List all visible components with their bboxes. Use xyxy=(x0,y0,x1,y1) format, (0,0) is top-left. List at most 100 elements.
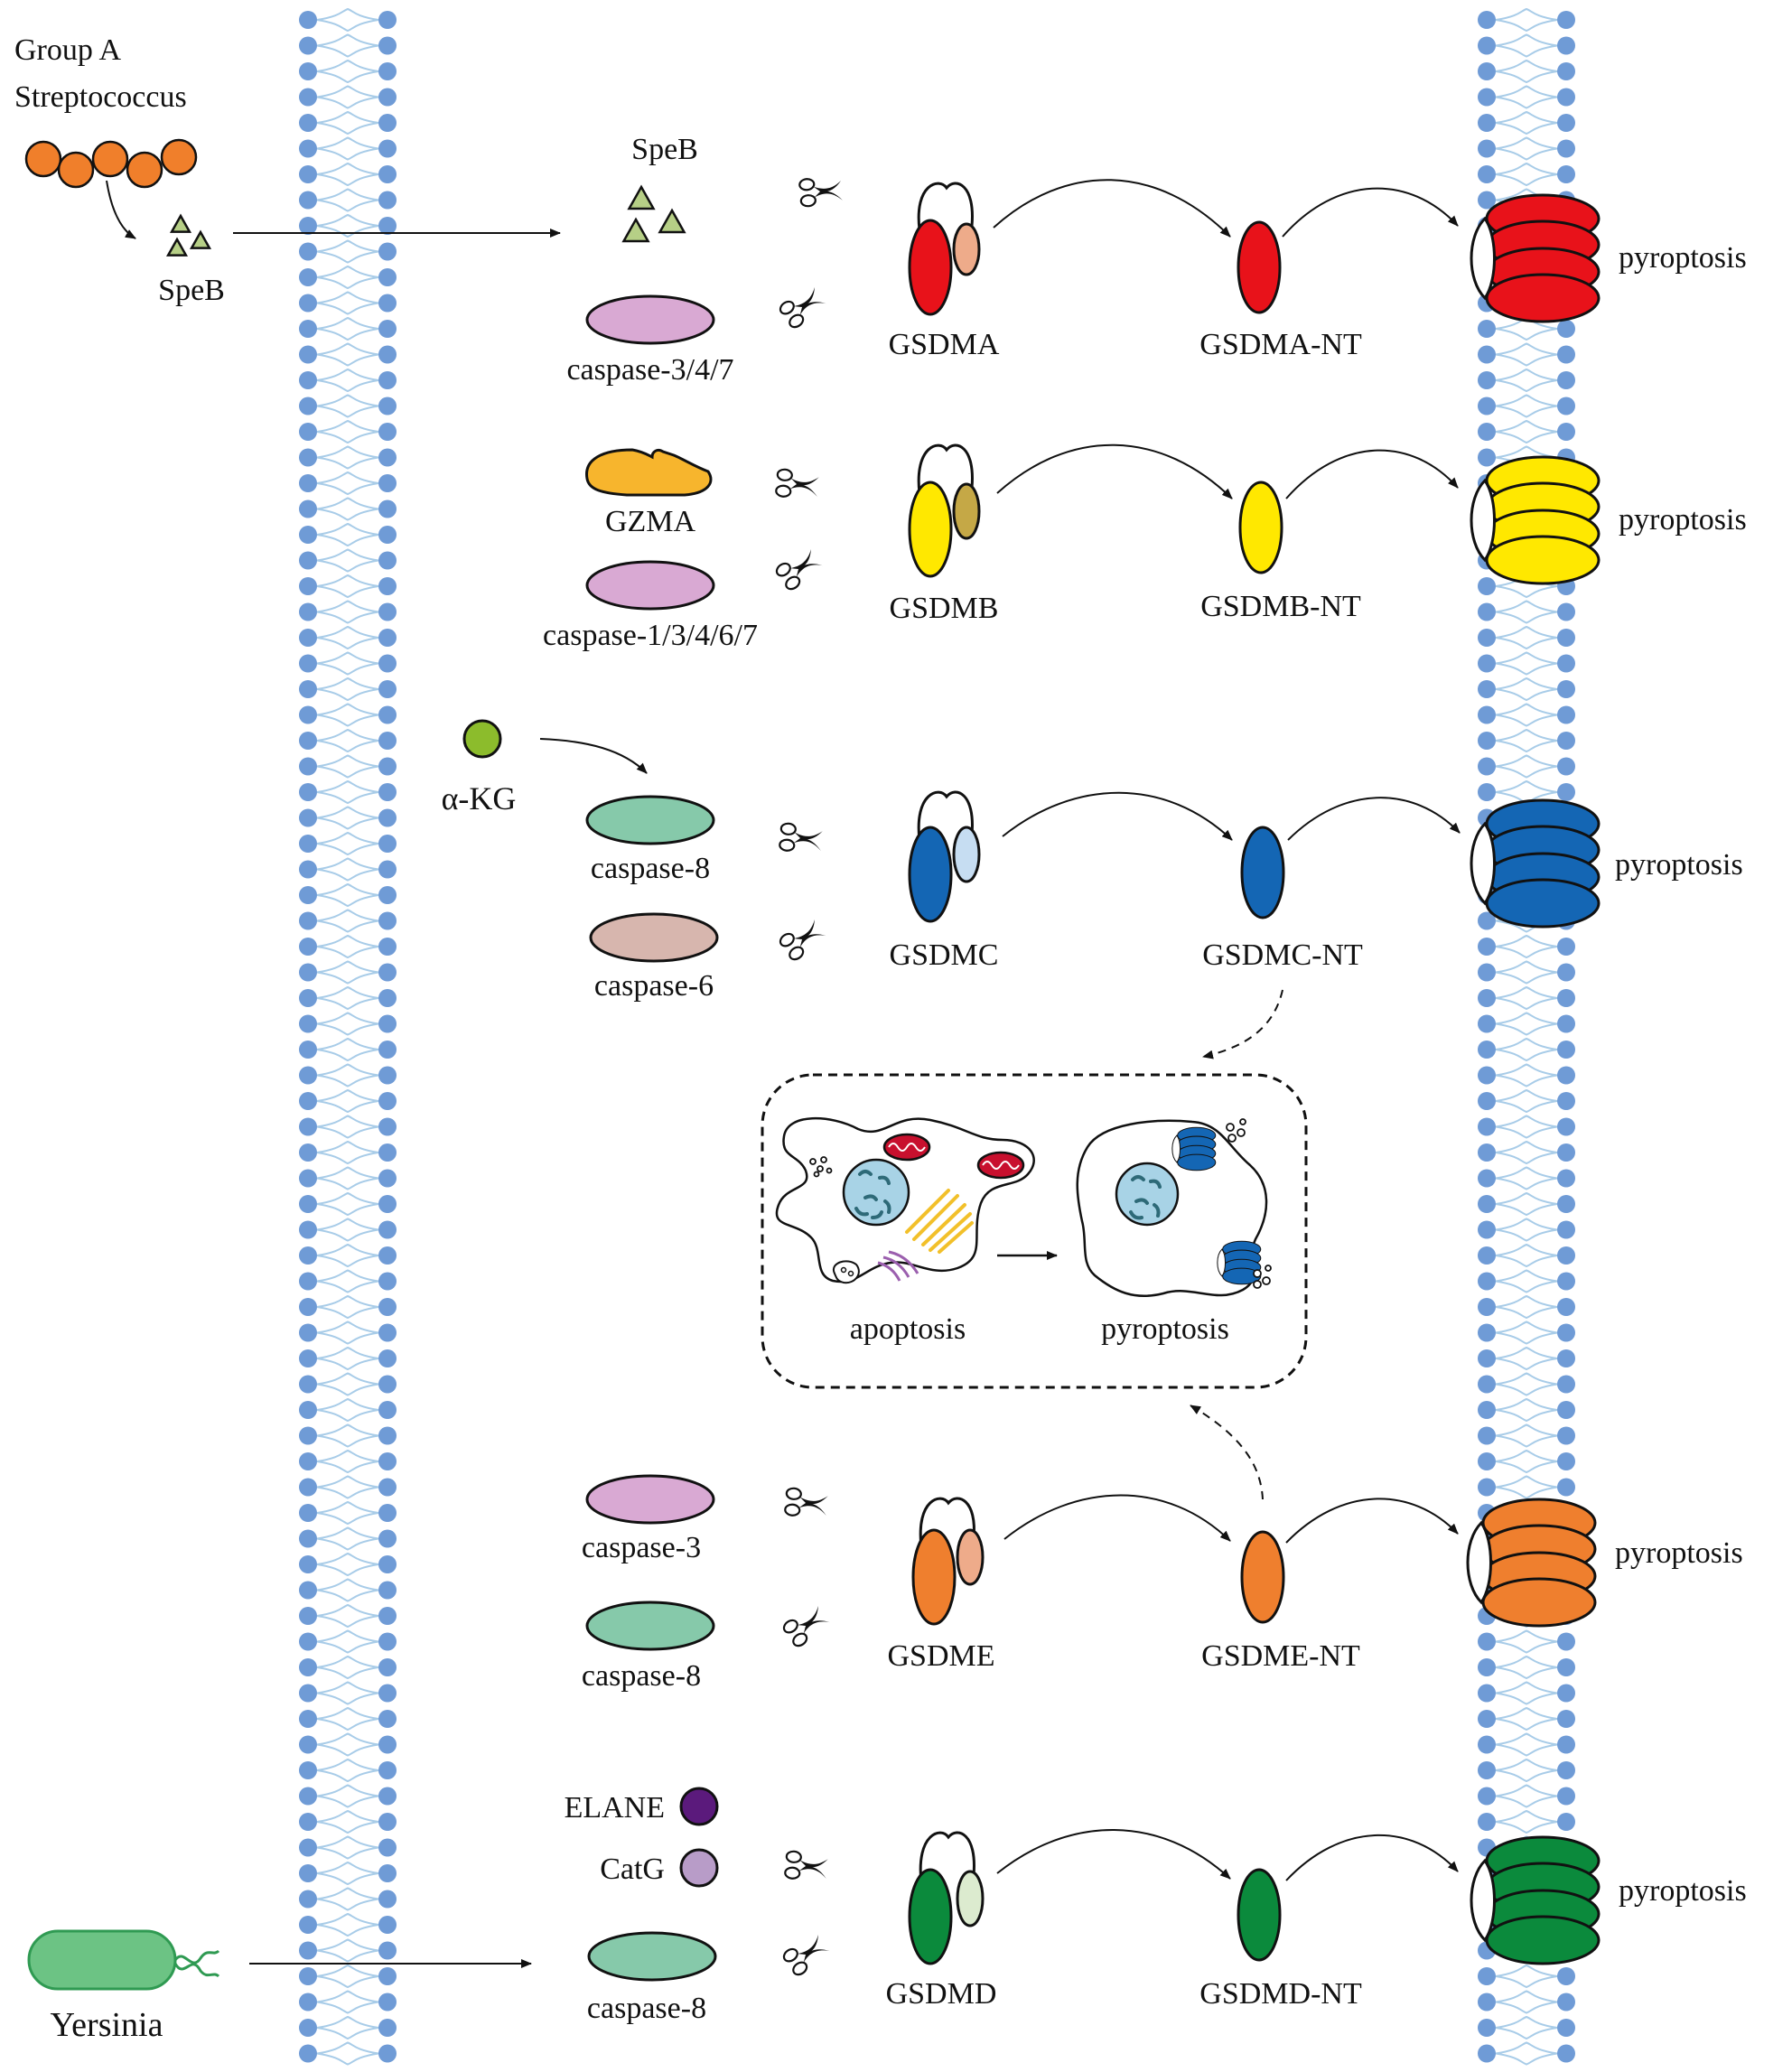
gsdmc-nt-icon xyxy=(1240,826,1285,919)
lipid-head-icon xyxy=(299,654,317,673)
lipid-head-icon xyxy=(378,1323,397,1342)
lipid-head-icon xyxy=(299,1143,317,1162)
lipid-head-icon xyxy=(299,886,317,904)
gsdmb-pathway-row: GZMA caspase-1/3/4/6/7 GSDMB GSDMB-NT py… xyxy=(543,443,1747,652)
lipid-head-icon xyxy=(1557,1143,1575,1162)
apoptosis-to-pyroptosis-switch-box: apoptosis pyroptosis xyxy=(761,1073,1308,1389)
gsdme-label: GSDME xyxy=(887,1639,994,1673)
gsdmc-full-length-icon xyxy=(908,790,981,923)
lipid-head-icon xyxy=(1557,139,1575,158)
lipid-head-icon xyxy=(299,1066,317,1085)
pore-insertion-arrow xyxy=(1285,1498,1459,1544)
caspase-8-label: caspase-8 xyxy=(582,1659,701,1693)
lipid-head-icon xyxy=(1478,1272,1496,1291)
elane-icon xyxy=(679,1787,719,1826)
lipid-head-icon xyxy=(1557,1169,1575,1188)
lipid-head-icon xyxy=(299,1323,317,1342)
lipid-head-icon xyxy=(378,1735,397,1754)
lipid-head-icon xyxy=(299,1272,317,1291)
lipid-head-icon xyxy=(378,1478,397,1497)
scissors-icon xyxy=(780,1929,833,1979)
lipid-head-icon xyxy=(378,1529,397,1548)
caspase-8-icon xyxy=(585,795,715,845)
dashed-box xyxy=(761,1073,1308,1389)
lipid-head-icon xyxy=(299,1169,317,1188)
lipid-head-icon xyxy=(299,1298,317,1316)
caspase-3-label: caspase-3 xyxy=(582,1531,701,1564)
speb-small-triangles-icon xyxy=(165,213,212,257)
dashed-switch-arrow xyxy=(1190,1405,1264,1500)
lipid-head-icon xyxy=(299,757,317,776)
lipid-head-icon xyxy=(1557,1298,1575,1316)
gas-label-line2: Streptococcus xyxy=(14,80,187,114)
lipid-head-icon xyxy=(1557,11,1575,29)
lipid-head-icon xyxy=(1478,114,1496,132)
lipid-head-icon xyxy=(299,2019,317,2037)
lipid-head-icon xyxy=(299,938,317,956)
lipid-head-icon xyxy=(1478,1710,1496,1728)
cleavage-arrow xyxy=(996,443,1233,499)
caspase-6-icon xyxy=(589,912,719,963)
lipid-head-icon xyxy=(378,2044,397,2063)
lipid-head-icon xyxy=(299,88,317,107)
lipid-head-icon xyxy=(378,1710,397,1728)
scissors-icon xyxy=(783,1487,830,1520)
lipid-head-icon xyxy=(1557,1452,1575,1470)
gsdme-nt-label: GSDME-NT xyxy=(1201,1639,1360,1673)
lipid-head-icon xyxy=(1478,139,1496,158)
lipid-head-icon xyxy=(1478,191,1496,210)
lipid-head-icon xyxy=(378,757,397,776)
released-content-icon xyxy=(1226,1118,1272,1289)
gsdmd-pathway-row: ELANE CatG caspase-8 GSDMD GSDMD-NT pyro… xyxy=(565,1787,1747,2025)
pyroptosis-label: pyroptosis xyxy=(1615,848,1743,882)
lipid-head-icon xyxy=(1557,1014,1575,1033)
lipid-head-icon xyxy=(299,217,317,235)
lipid-head-icon xyxy=(299,1041,317,1059)
scissors-icon xyxy=(783,1850,830,1883)
lipid-head-icon xyxy=(299,1452,317,1470)
group-a-streptococcus: Group A Streptococcus xyxy=(14,33,198,189)
lipid-head-icon xyxy=(1557,1092,1575,1110)
lipid-head-icon xyxy=(299,835,317,853)
lipid-head-icon xyxy=(378,2019,397,2037)
gsdme-nt-icon xyxy=(1240,1530,1285,1624)
lipid-head-icon xyxy=(1478,1349,1496,1367)
lipid-head-icon xyxy=(299,1993,317,2011)
elane-label: ELANE xyxy=(565,1791,665,1825)
lipid-head-icon xyxy=(299,1632,317,1651)
lipid-head-icon xyxy=(1478,705,1496,724)
lipid-head-icon xyxy=(1478,1092,1496,1110)
lipid-head-icon xyxy=(378,345,397,364)
lipid-head-icon xyxy=(1478,1478,1496,1497)
lipid-head-icon xyxy=(378,732,397,750)
lipid-head-icon xyxy=(299,1478,317,1497)
lipid-head-icon xyxy=(378,1066,397,1085)
lipid-head-icon xyxy=(1478,1220,1496,1239)
lipid-head-icon xyxy=(299,1684,317,1703)
lipid-head-icon xyxy=(1478,963,1496,982)
lipid-head-icon xyxy=(1478,345,1496,364)
gsdmc-pore-icon xyxy=(1470,798,1601,929)
lipid-head-icon xyxy=(1557,1117,1575,1136)
lipid-head-icon xyxy=(378,62,397,80)
lipid-head-icon xyxy=(299,526,317,544)
lipid-head-icon xyxy=(1478,680,1496,698)
scissors-icon xyxy=(777,914,829,964)
gsdmc-label: GSDMC xyxy=(890,938,999,972)
lipid-head-icon xyxy=(299,1220,317,1239)
lipid-head-icon xyxy=(378,1632,397,1651)
nucleus-icon xyxy=(842,1158,910,1227)
lipid-head-icon xyxy=(1557,783,1575,801)
lipid-head-icon xyxy=(299,2044,317,2063)
lipid-head-icon xyxy=(378,139,397,158)
lipid-head-icon xyxy=(1478,371,1496,389)
lipid-head-icon xyxy=(1478,732,1496,750)
yersinia-label: Yersinia xyxy=(51,2006,163,2044)
lipid-head-icon xyxy=(299,139,317,158)
lipid-head-icon xyxy=(299,294,317,313)
lipid-head-icon xyxy=(1557,1684,1575,1703)
lipid-head-icon xyxy=(1557,602,1575,621)
caspase-8-icon xyxy=(585,1601,715,1651)
lipid-head-icon xyxy=(378,1169,397,1188)
